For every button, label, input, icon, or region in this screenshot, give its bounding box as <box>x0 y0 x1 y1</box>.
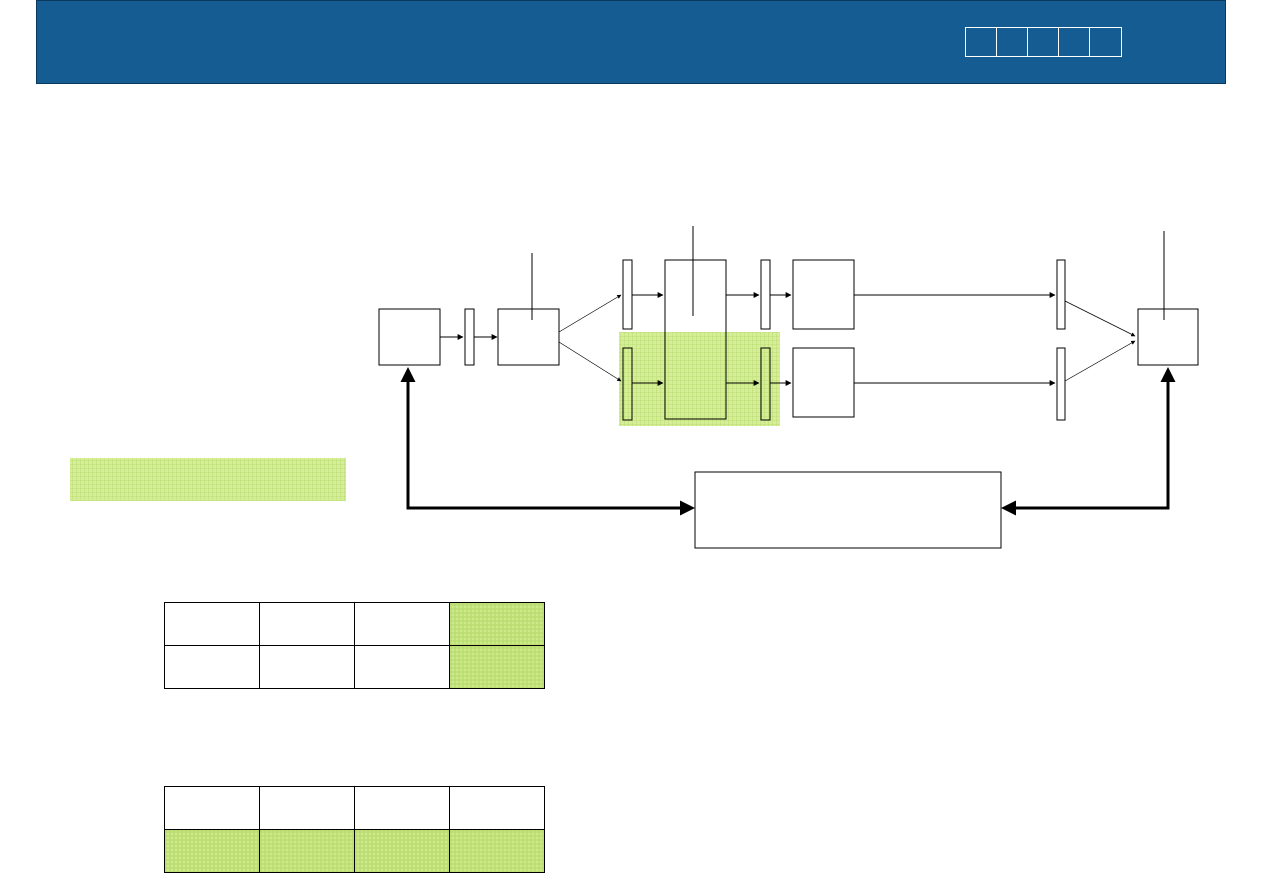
table-cell <box>354 829 450 873</box>
arrow-controller-sink <box>1004 367 1176 510</box>
table-row <box>164 645 545 689</box>
table-cell <box>164 602 260 646</box>
central-block <box>664 259 727 420</box>
lower-register-out <box>760 347 771 421</box>
lower-register-in <box>622 347 633 421</box>
upper-channel-block <box>792 259 855 330</box>
table-cell <box>354 786 450 830</box>
table-cell <box>449 829 545 873</box>
table-cell <box>449 645 545 689</box>
splitter-block <box>497 308 560 366</box>
upper-register-in <box>622 259 633 330</box>
highlight-region <box>619 332 780 426</box>
table-cell <box>354 602 450 646</box>
nav-box[interactable] <box>997 28 1028 56</box>
table-row <box>164 602 545 646</box>
upper-register-final <box>1056 259 1066 330</box>
table-cell <box>259 786 355 830</box>
table-cell <box>164 645 260 689</box>
table-cell <box>449 786 545 830</box>
source-block <box>378 308 441 366</box>
nav-box-strip <box>965 27 1122 57</box>
table-cell <box>354 645 450 689</box>
nav-box[interactable] <box>1059 28 1090 56</box>
arrow-split-upper <box>558 294 622 333</box>
table-cell <box>259 829 355 873</box>
table-top <box>164 602 545 689</box>
register-1 <box>464 308 475 366</box>
arrow-split-lower <box>558 341 622 382</box>
table-cell <box>259 602 355 646</box>
table-cell <box>449 602 545 646</box>
table-row <box>164 829 545 873</box>
nav-box[interactable] <box>1028 28 1059 56</box>
table-cell <box>259 645 355 689</box>
lower-channel-block <box>792 347 855 418</box>
legend-highlight-swatch <box>70 458 346 501</box>
upper-register-out <box>760 259 771 330</box>
lower-register-final <box>1056 347 1066 421</box>
table-row <box>164 786 545 830</box>
arrow-controller-source <box>400 367 692 510</box>
nav-box[interactable] <box>966 28 997 56</box>
controller-block <box>694 471 1002 549</box>
sink-block <box>1137 308 1199 366</box>
arrow-merge-upper <box>1064 300 1136 337</box>
table-bottom <box>164 786 545 873</box>
table-cell <box>164 786 260 830</box>
arrow-merge-lower <box>1064 340 1136 382</box>
table-cell <box>164 829 260 873</box>
